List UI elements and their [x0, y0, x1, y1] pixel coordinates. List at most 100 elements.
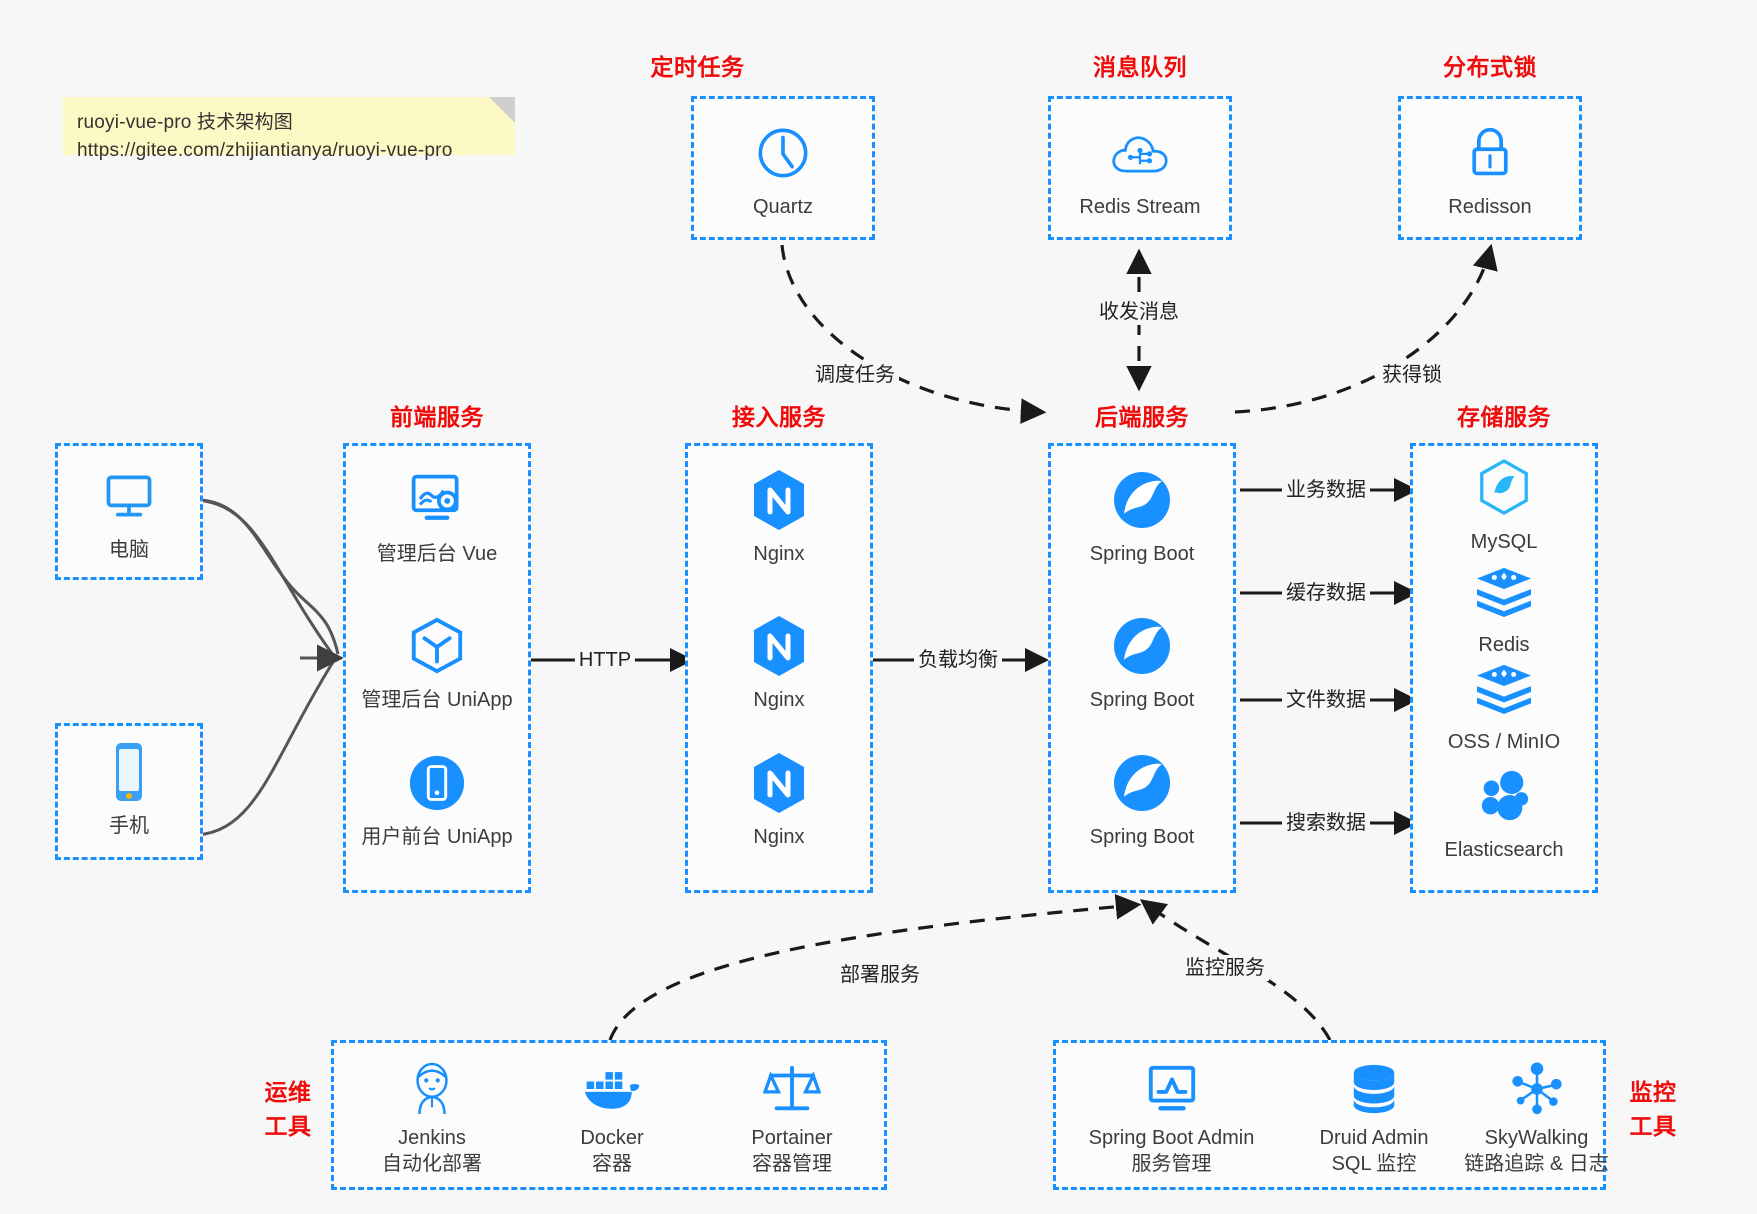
node-jenkins[interactable]: Jenkins 自动化部署	[352, 1059, 512, 1177]
section-title-lock: 分布式锁	[1443, 54, 1537, 80]
nginx-icon	[688, 468, 870, 532]
mysql-icon	[1413, 456, 1595, 520]
node-docker[interactable]: Docker 容器	[532, 1059, 692, 1177]
devops-title-line2: 工具	[264, 1113, 312, 1139]
node-redisson[interactable]: Redisson	[1401, 121, 1579, 220]
devops-title-line1: 运维	[264, 1079, 312, 1105]
node-label: Docker	[580, 1127, 644, 1149]
node-admin-vue[interactable]: 管理后台 Vue	[346, 468, 528, 567]
section-title-frontend: 前端服务	[390, 404, 484, 430]
edge-label-send-receive-message: 收发消息	[1095, 299, 1183, 325]
node-label: MySQL	[1470, 531, 1538, 553]
scales-icon	[712, 1059, 872, 1119]
node-label: 手机	[109, 815, 149, 837]
node-desktop[interactable]: 电脑	[58, 464, 200, 563]
edge-label-schedule-task: 调度任务	[811, 362, 899, 388]
node-spring-boot-3[interactable]: Spring Boot	[1051, 751, 1233, 850]
monitor-chart-icon	[1064, 1059, 1279, 1119]
monitor-title-line2: 工具	[1629, 1113, 1677, 1139]
node-sublabel: SQL 监控	[1331, 1153, 1417, 1175]
skywalking-icon	[1454, 1059, 1619, 1119]
group-gateway: Nginx Nginx Nginx	[685, 443, 873, 893]
spring-icon	[1051, 751, 1233, 815]
node-sublabel: 链路追踪 & 日志	[1464, 1153, 1609, 1175]
node-portainer[interactable]: Portainer 容器管理	[712, 1059, 872, 1177]
lock-icon	[1401, 121, 1579, 185]
app-circle-icon	[346, 751, 528, 815]
node-label: Spring Boot	[1089, 543, 1195, 565]
dashboard-gear-icon	[346, 468, 528, 532]
node-label: 用户前台 UniApp	[361, 826, 513, 848]
section-title-monitor: 监控 工具	[1620, 1075, 1686, 1143]
node-oss-minio[interactable]: OSS / MinIO	[1413, 656, 1595, 755]
node-label: Redisson	[1448, 196, 1532, 218]
section-title-storage: 存储服务	[1457, 404, 1551, 430]
node-redis-stream[interactable]: Redis Stream	[1051, 121, 1229, 220]
node-label: SkyWalking	[1484, 1127, 1589, 1149]
edge-label-load-balance: 负载均衡	[914, 647, 1002, 673]
group-client-desktop: 电脑	[55, 443, 203, 580]
layers-icon	[1413, 656, 1595, 720]
node-sublabel: 自动化部署	[382, 1153, 482, 1175]
section-title-backend: 后端服务	[1095, 404, 1189, 430]
node-label: Elasticsearch	[1444, 839, 1564, 861]
database-icon	[1294, 1059, 1454, 1119]
node-spring-boot-admin[interactable]: Spring Boot Admin 服务管理	[1064, 1059, 1279, 1177]
node-sublabel: 容器管理	[752, 1153, 832, 1175]
edge-label-deploy-service: 部署服务	[836, 962, 924, 988]
node-nginx-1[interactable]: Nginx	[688, 468, 870, 567]
section-title-scheduler: 定时任务	[650, 54, 745, 80]
edge-label-cache-data: 缓存数据	[1282, 580, 1370, 606]
cloud-stream-icon	[1051, 121, 1229, 185]
node-druid-admin[interactable]: Druid Admin SQL 监控	[1294, 1059, 1454, 1177]
node-label: Quartz	[752, 196, 814, 218]
note-url: https://gitee.com/zhijiantianya/ruoyi-vu…	[77, 140, 453, 161]
node-sublabel: 服务管理	[1131, 1153, 1212, 1175]
node-label: 管理后台 Vue	[376, 543, 498, 565]
node-spring-boot-1[interactable]: Spring Boot	[1051, 468, 1233, 567]
layers-icon	[1413, 559, 1595, 623]
group-backend: Spring Boot Spring Boot Spring Boot	[1048, 443, 1236, 893]
nginx-icon	[688, 751, 870, 815]
node-label: 管理后台 UniApp	[361, 689, 513, 711]
docker-icon	[532, 1059, 692, 1119]
edge-label-business-data: 业务数据	[1282, 477, 1370, 503]
cube-icon	[346, 614, 528, 678]
node-label: Nginx	[753, 689, 805, 711]
node-spring-boot-2[interactable]: Spring Boot	[1051, 614, 1233, 713]
section-title-gateway: 接入服务	[732, 404, 826, 430]
group-frontend: 管理后台 Vue 管理后台 UniApp 用户前台 UniApp	[343, 443, 531, 893]
group-lock: Redisson	[1398, 96, 1582, 240]
node-label: Portainer	[751, 1127, 833, 1149]
node-label: Redis Stream	[1079, 196, 1201, 218]
note-fold-corner	[489, 97, 515, 123]
group-mq: Redis Stream	[1048, 96, 1232, 240]
node-nginx-3[interactable]: Nginx	[688, 751, 870, 850]
node-quartz[interactable]: Quartz	[694, 121, 872, 220]
node-admin-uniapp[interactable]: 管理后台 UniApp	[346, 614, 528, 713]
edge-label-file-data: 文件数据	[1282, 687, 1370, 713]
node-label: Spring Boot Admin	[1088, 1127, 1255, 1149]
node-elasticsearch[interactable]: Elasticsearch	[1413, 764, 1595, 863]
group-client-mobile: 手机	[55, 723, 203, 860]
note-title: ruoyi-vue-pro 技术架构图	[77, 112, 294, 133]
node-redis[interactable]: Redis	[1413, 559, 1595, 658]
node-mobile[interactable]: 手机	[58, 740, 200, 839]
node-label: Druid Admin	[1319, 1127, 1429, 1149]
elasticsearch-icon	[1413, 764, 1595, 828]
node-label: Jenkins	[398, 1127, 466, 1149]
section-title-devops: 运维 工具	[255, 1075, 321, 1143]
section-title-mq: 消息队列	[1093, 54, 1187, 80]
group-devops: Jenkins 自动化部署 Docker 容器	[331, 1040, 887, 1190]
jenkins-icon	[352, 1059, 512, 1119]
node-user-uniapp[interactable]: 用户前台 UniApp	[346, 751, 528, 850]
group-scheduler: Quartz	[691, 96, 875, 240]
node-skywalking[interactable]: SkyWalking 链路追踪 & 日志	[1454, 1059, 1619, 1177]
node-mysql[interactable]: MySQL	[1413, 456, 1595, 555]
node-nginx-2[interactable]: Nginx	[688, 614, 870, 713]
group-storage: MySQL Redis	[1410, 443, 1598, 893]
node-label: Redis	[1478, 634, 1530, 656]
monitor-title-line1: 监控	[1629, 1079, 1677, 1105]
node-sublabel: 容器	[592, 1153, 632, 1175]
